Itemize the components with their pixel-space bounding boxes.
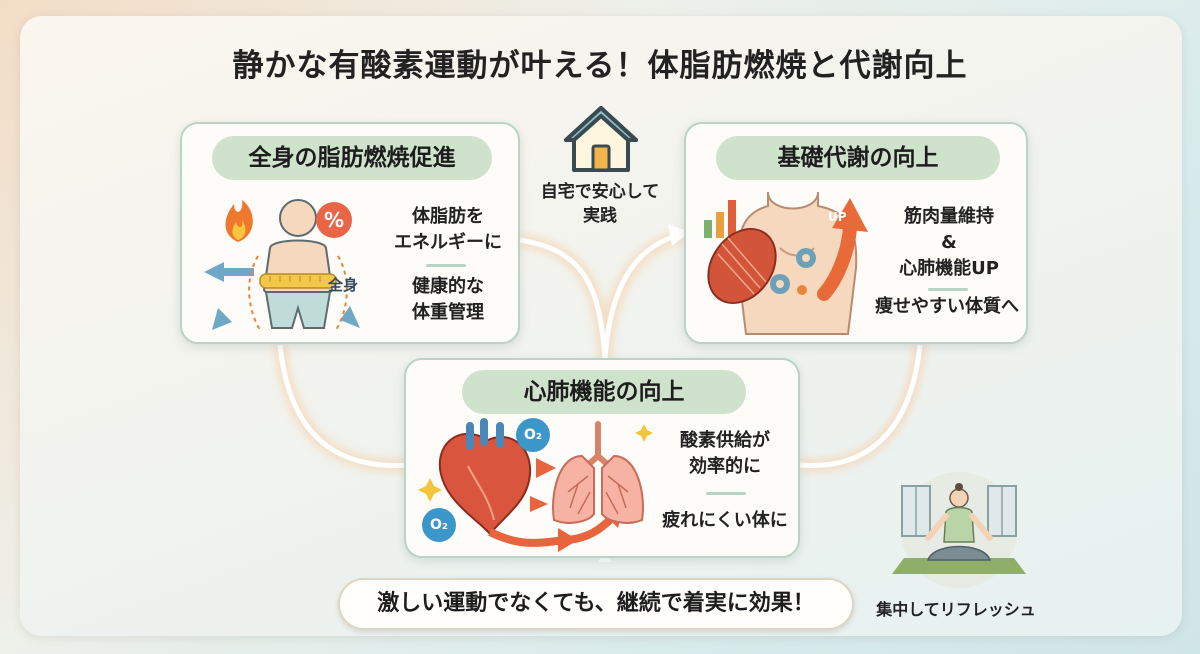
metabolism-text-line3: 心肺機能UP xyxy=(899,258,999,279)
whole-body-tag: 全身 xyxy=(328,276,359,294)
metabolism-text-line1: 筋肉量維持 xyxy=(904,206,994,227)
fat-burning-heading: 全身の脂肪燃焼促進 xyxy=(212,136,492,180)
home-label-line2: 実践 xyxy=(583,206,617,226)
bottom-message: 激しい運動でなくても、継続で着実に効果！ xyxy=(338,578,854,630)
metabolism-text-body: 痩せやすい体質へ xyxy=(875,296,1019,317)
house-icon xyxy=(564,106,638,172)
relax-label: 集中してリフレッシュ xyxy=(876,600,1036,619)
heart-lungs-illustration xyxy=(418,418,653,552)
cardio-text-fatigue: 疲れにくい体に xyxy=(662,510,788,531)
o2-badge-bottom: O₂ xyxy=(422,508,456,542)
fat-text-weight: 健康的な 体重管理 xyxy=(378,274,518,326)
page-title: 静かな有酸素運動が叶える！体脂肪燃焼と代謝向上 xyxy=(232,48,968,84)
metabolism-text-muscle: 筋肉量維持 & 心肺機能UP xyxy=(874,204,1024,282)
up-tag: UP xyxy=(828,210,847,224)
home-label-line1: 自宅で安心して xyxy=(540,182,660,202)
cardio-heading: 心肺機能の向上 xyxy=(462,370,746,414)
cardio-card: 心肺機能の向上 O₂ O₂ 酸素供給が 効率的に 疲れにくい体に xyxy=(404,358,800,558)
metabolism-heading: 基礎代謝の向上 xyxy=(716,136,1000,180)
metabolism-text-line2: & xyxy=(941,232,957,253)
cardio-text-oxygen: 酸素供給が 効率的に xyxy=(654,428,796,480)
cardio-separator xyxy=(706,492,746,495)
cardio-text-oxygen-line2: 効率的に xyxy=(689,456,761,477)
fat-text-energy-line2: エネルギーに xyxy=(394,232,502,253)
percent-badge: % xyxy=(316,202,352,238)
body-fat-illustration xyxy=(204,199,360,331)
fat-text-energy: 体脂肪を エネルギーに xyxy=(378,204,518,256)
metabolism-card: 基礎代謝の向上 UP 筋肉量維持 & 心肺機能UP 痩せやすい体質へ xyxy=(684,122,1028,344)
fat-burning-card: 全身の脂肪燃焼促進 % 全身 体脂肪を エネルギーに 健康的な xyxy=(180,122,520,344)
home-label: 自宅で安心して 実践 xyxy=(530,180,670,228)
fat-text-energy-line1: 体脂肪を xyxy=(412,206,484,227)
fat-text-weight-line2: 体重管理 xyxy=(412,302,484,323)
metabolism-separator xyxy=(928,288,968,291)
meditation-illustration xyxy=(892,472,1026,588)
fat-separator xyxy=(426,264,466,267)
fat-text-weight-line1: 健康的な xyxy=(412,276,484,297)
o2-badge-top: O₂ xyxy=(516,418,550,452)
muscle-illustration xyxy=(704,191,868,335)
cardio-text-oxygen-line1: 酸素供給が xyxy=(680,430,770,451)
